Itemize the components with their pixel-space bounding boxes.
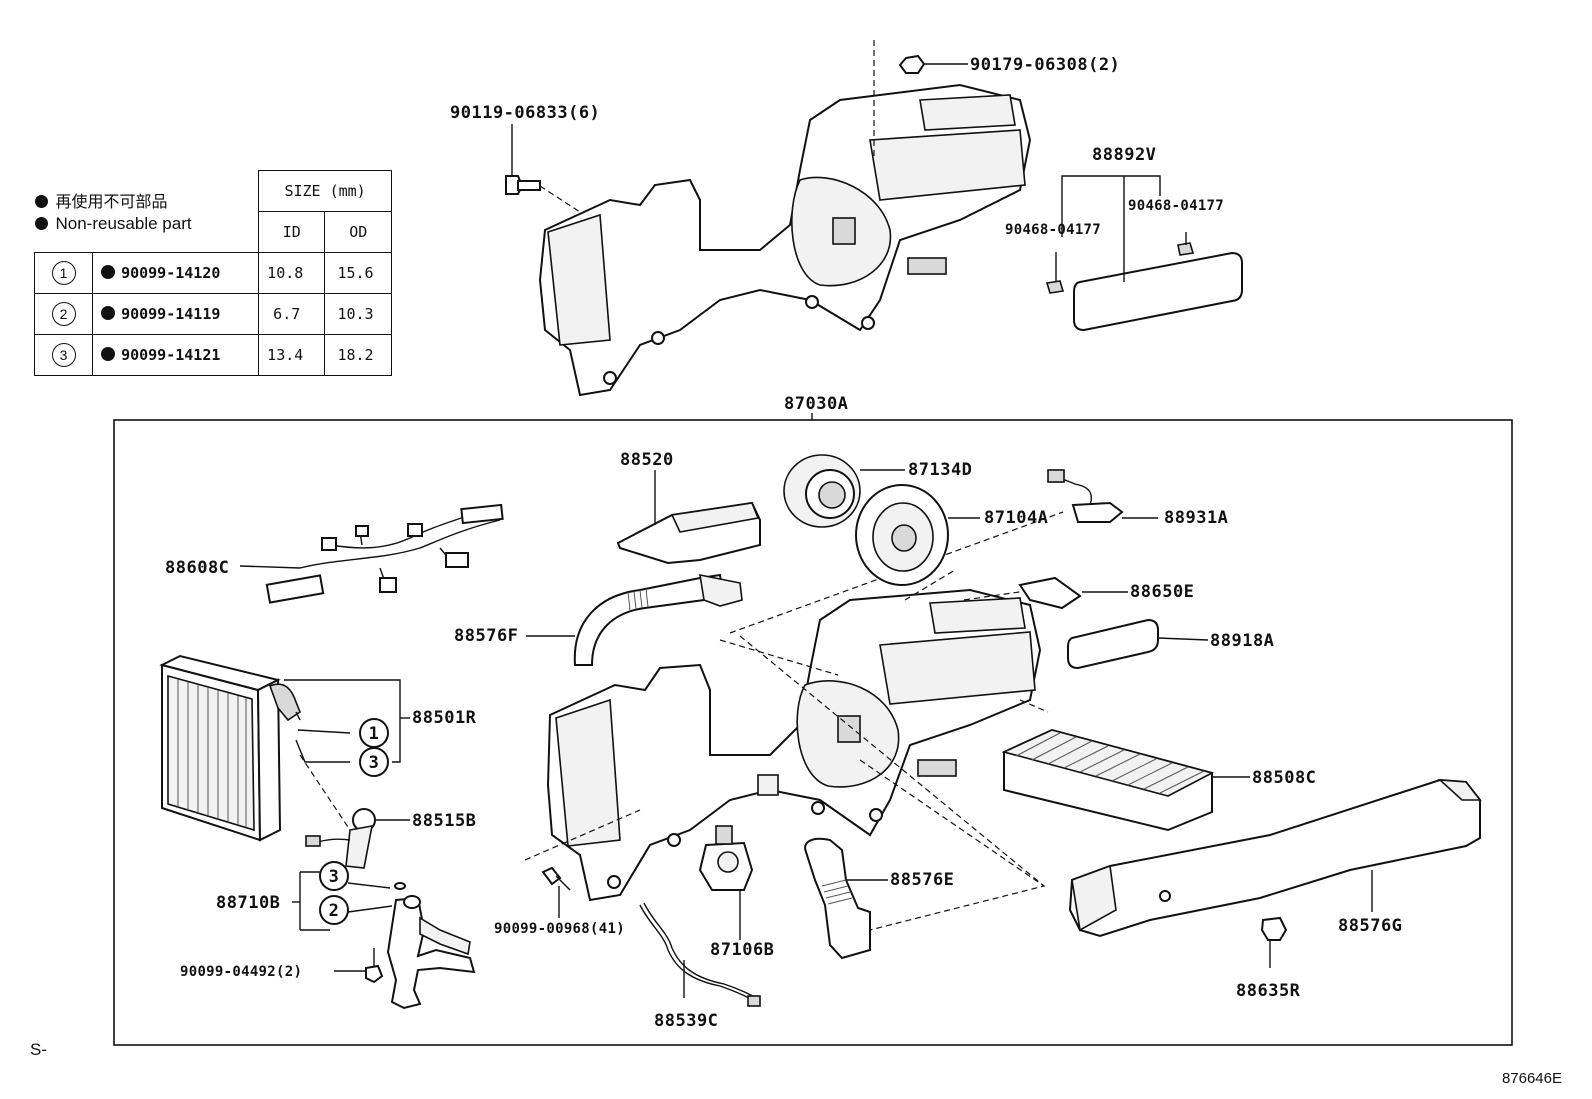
ref-cell: 3 xyxy=(33,334,94,376)
o-ring-callout-2: 2 xyxy=(319,895,349,925)
hose-88576F xyxy=(526,573,743,666)
non-reusable-dot-icon xyxy=(101,265,116,279)
wire-harness-88608C xyxy=(239,503,504,604)
label-90119-06833: 90119-06833(6) xyxy=(450,103,600,123)
label-88576F: 88576F xyxy=(454,626,518,646)
non-reusable-dot-icon xyxy=(101,306,116,320)
part-number-cell: 90099-14119 xyxy=(92,293,260,335)
blower-fan-87134D xyxy=(783,454,905,528)
bullet-icon xyxy=(34,195,48,209)
non-reusable-dot-icon xyxy=(101,347,116,361)
legend-cell: 再使用不可部品 Non-reusable part xyxy=(34,171,259,253)
part-number-cell: 90099-14120 xyxy=(92,252,260,294)
table-row: 3 90099-14121 13.4 18.2 xyxy=(33,334,392,376)
label-88576G: 88576G xyxy=(1338,916,1402,936)
label-87106B: 87106B xyxy=(710,940,774,960)
label-88515B: 88515B xyxy=(412,811,476,831)
od-cell: 18.2 xyxy=(324,334,392,376)
id-cell: 6.7 xyxy=(258,293,326,335)
upper-heater-unit xyxy=(538,83,1032,397)
label-88892V: 88892V xyxy=(1092,145,1156,165)
table-row: 2 90099-14119 6.7 10.3 xyxy=(33,293,392,335)
svg-text:2: 2 xyxy=(329,901,340,921)
ref-cell: 2 xyxy=(33,293,94,335)
label-88501R: 88501R xyxy=(412,708,477,728)
expansion-valve-88710B xyxy=(292,871,476,1010)
label-88635R: 88635R xyxy=(1236,981,1301,1001)
duct-88520 xyxy=(616,470,761,565)
screw-90179-icon xyxy=(873,40,968,160)
label-88539C: 88539C xyxy=(654,1011,718,1031)
evaporator-88501R xyxy=(159,654,410,842)
o-ring-callout-1: 1 xyxy=(359,718,389,748)
id-header: ID xyxy=(258,211,326,253)
label-88931A: 88931A xyxy=(1164,508,1228,528)
thermistor-88515B xyxy=(305,808,410,869)
amplifier-88650E xyxy=(1018,576,1128,610)
label-90099-04492: 90099-04492(2) xyxy=(180,964,302,980)
id-cell: 10.8 xyxy=(258,252,326,294)
air-filter-88508C xyxy=(1001,728,1250,832)
assembly-frame xyxy=(113,419,1513,1046)
label-87030A: 87030A xyxy=(784,394,848,414)
label-88918A: 88918A xyxy=(1210,631,1274,651)
screw-90099-00968-icon xyxy=(541,866,571,918)
label-90099-00968: 90099-00968(41) xyxy=(494,921,625,937)
bullet-icon xyxy=(34,217,48,231)
label-90468-04177-left: 90468-04177 xyxy=(1005,222,1101,238)
od-cell: 15.6 xyxy=(324,252,392,294)
label-88710B: 88710B xyxy=(216,893,280,913)
svg-text:3: 3 xyxy=(369,753,380,773)
od-header: OD xyxy=(324,211,392,253)
clip-88635R xyxy=(1260,916,1288,968)
label-88576E: 88576E xyxy=(890,870,954,890)
svg-text:1: 1 xyxy=(369,724,380,744)
o-ring-callout-3a: 3 xyxy=(359,747,389,777)
label-90179-06308: 90179-06308(2) xyxy=(970,55,1120,75)
label-88650E: 88650E xyxy=(1130,582,1194,602)
label-90468-04177-right: 90468-04177 xyxy=(1128,198,1224,214)
id-cell: 13.4 xyxy=(258,334,326,376)
pad-88918A xyxy=(1067,618,1209,670)
label-88508C: 88508C xyxy=(1252,768,1316,788)
ref-cell: 1 xyxy=(33,252,94,294)
legend-line-jp: 再使用不可部品 xyxy=(34,188,259,212)
size-table: 再使用不可部品 Non-reusable part SIZE (mm) ID O… xyxy=(33,170,392,376)
pipe-88539C xyxy=(639,902,761,1007)
svg-text:3: 3 xyxy=(329,867,340,887)
screw-90119-icon xyxy=(505,124,581,213)
table-row: 1 90099-14120 10.8 15.6 xyxy=(33,252,392,294)
label-88520: 88520 xyxy=(620,450,674,470)
bolt-90099-04492-icon xyxy=(334,948,384,984)
size-header: SIZE (mm) xyxy=(258,170,392,212)
label-87104A: 87104A xyxy=(984,508,1048,528)
lower-heater-unit xyxy=(546,588,1042,902)
servo-motor-87106B xyxy=(698,825,754,940)
blower-motor-87104A xyxy=(855,484,980,586)
o-ring-callout-3b: 3 xyxy=(319,861,349,891)
label-88608C: 88608C xyxy=(165,558,229,578)
footer-right: 876646E xyxy=(1501,1070,1562,1087)
od-cell: 10.3 xyxy=(324,293,392,335)
duct-88576E xyxy=(804,837,888,960)
sensor-88931A xyxy=(1047,469,1158,523)
label-87134D: 87134D xyxy=(908,460,972,480)
part-number-cell: 90099-14121 xyxy=(92,334,260,376)
filter-cover-88892V xyxy=(1045,175,1243,332)
legend-line-en: Non-reusable part xyxy=(34,214,259,234)
footer-left: S- xyxy=(30,1040,47,1059)
duct-88576G xyxy=(1068,778,1482,938)
